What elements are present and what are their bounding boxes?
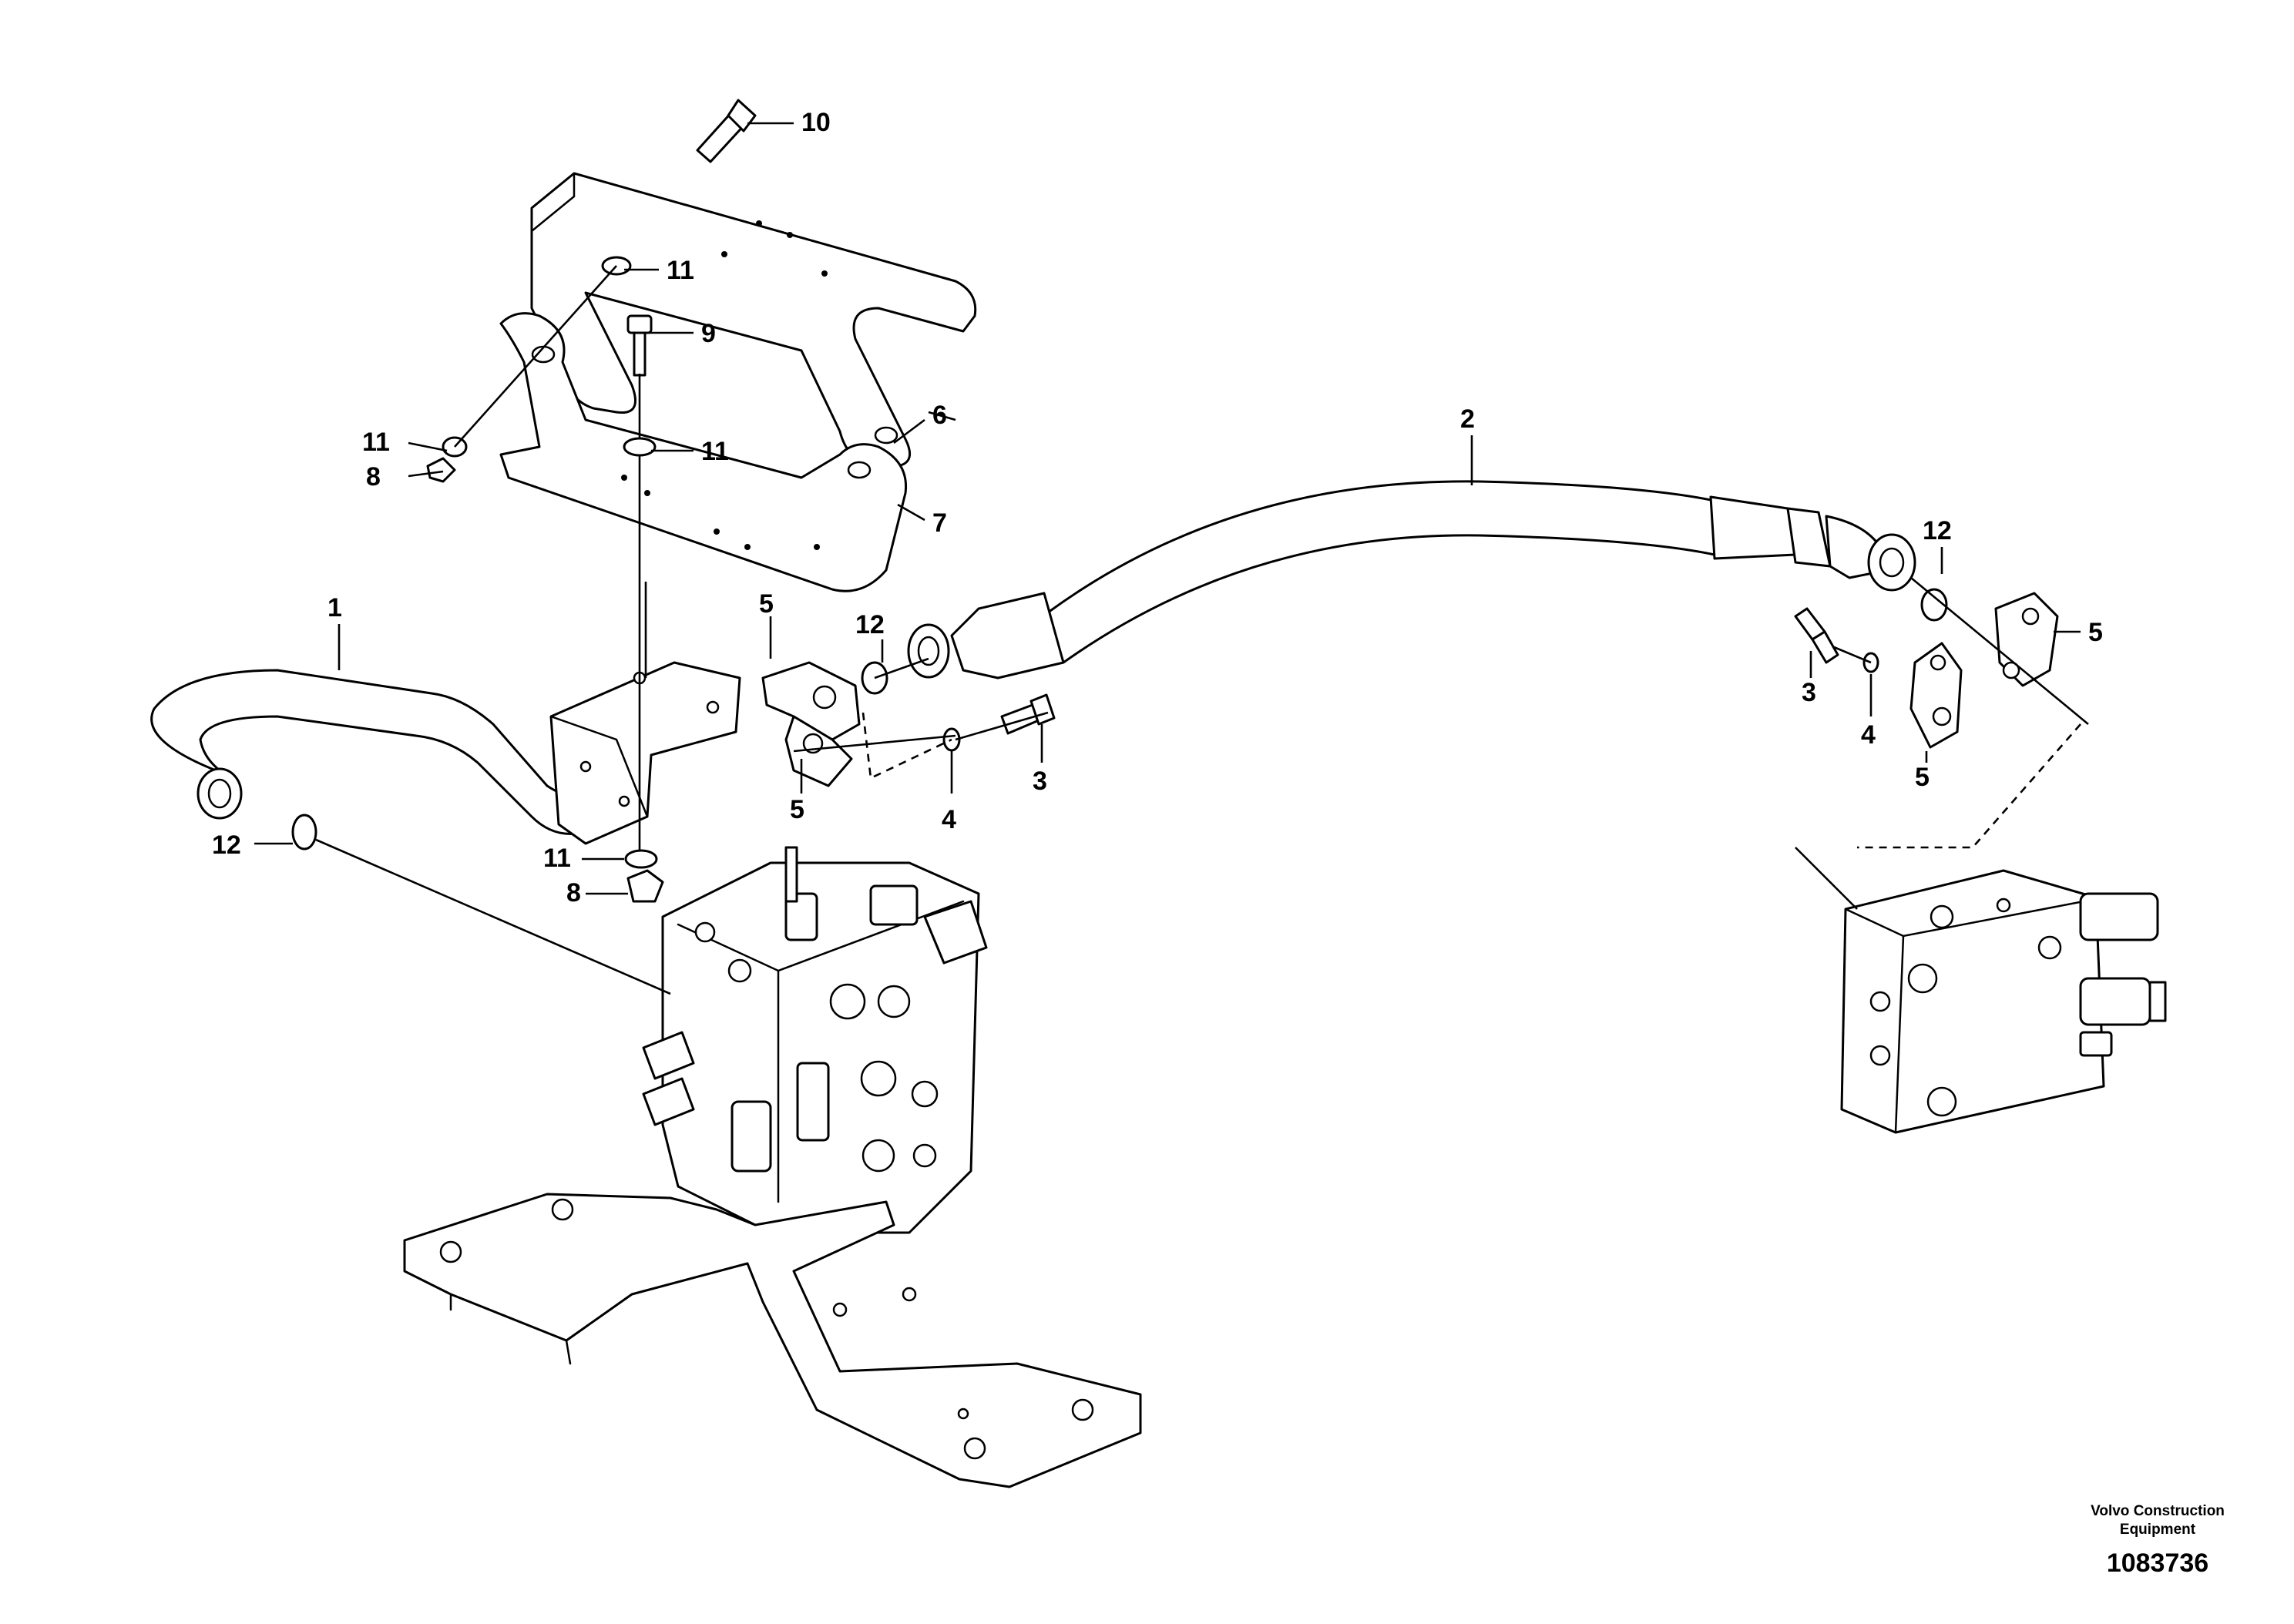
callout-11-lower: 11 (543, 844, 571, 873)
callout-3-right: 3 (1802, 678, 1816, 707)
callout-12-right: 12 (1923, 516, 1952, 545)
control-valve (642, 846, 988, 1234)
callout-9: 9 (701, 319, 716, 348)
bolt-10 (696, 99, 757, 163)
pipe-1-flange (549, 661, 741, 845)
callout-7: 7 (932, 508, 947, 538)
nut-8-left (426, 457, 456, 483)
callout-5-right-b: 5 (1915, 763, 1930, 792)
leader-lines (254, 122, 2089, 995)
callout-1: 1 (327, 593, 342, 622)
bracket-lower (499, 312, 908, 592)
callout-11-top: 11 (667, 256, 694, 285)
company-name: Volvo Construction Equipment (2065, 1502, 2250, 1539)
callout-12-center: 12 (855, 610, 885, 639)
pipe-1 (150, 669, 587, 835)
bolt-3-center (1000, 693, 1056, 735)
split-flange-5-right-a (1909, 642, 1963, 749)
hose-2 (907, 480, 1916, 679)
callout-3-center: 3 (1033, 767, 1047, 796)
bolt-3-right (1794, 607, 1839, 664)
callout-12-left: 12 (212, 830, 241, 860)
bolt-9 (626, 314, 653, 377)
callout-10: 10 (801, 108, 831, 137)
callout-8-left: 8 (366, 462, 381, 492)
callout-5-right-a: 5 (2088, 618, 2103, 647)
drawing-number: 1083736 (2106, 1549, 2209, 1578)
callout-5-center-top: 5 (759, 589, 774, 619)
company-name-line1: Volvo Construction (2091, 1503, 2225, 1519)
washer-11-mid (623, 437, 657, 457)
callout-2: 2 (1460, 404, 1475, 434)
callout-11-mid: 11 (701, 437, 729, 466)
washer-11-lower (624, 849, 658, 869)
callout-4-right: 4 (1861, 720, 1876, 750)
o-ring-12-right (1920, 588, 1948, 622)
valve-mount-bracket (403, 1193, 1142, 1488)
callout-4-center: 4 (942, 805, 956, 834)
split-flange-5-right-b (1994, 592, 2059, 687)
split-flange-5-center (761, 661, 861, 787)
o-ring-12-left (291, 814, 317, 851)
callout-5-center-bottom: 5 (790, 795, 804, 824)
nut-8-lower (626, 869, 664, 903)
callout-11-left: 11 (362, 428, 390, 457)
valve-block-right (1840, 869, 2167, 1134)
callout-labels: 10 11 9 11 11 8 6 7 2 1 5 12 5 4 3 12 11… (212, 108, 2103, 908)
callout-6: 6 (932, 401, 947, 430)
callout-8-lower: 8 (566, 878, 581, 908)
company-name-line2: Equipment (2119, 1522, 2196, 1538)
